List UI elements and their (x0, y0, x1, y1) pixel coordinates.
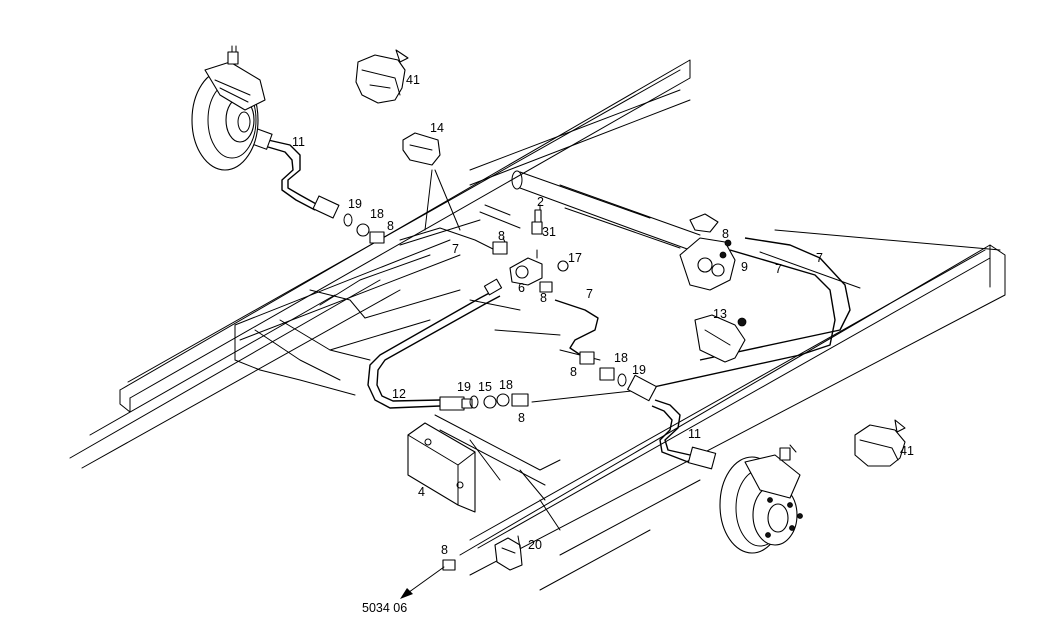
fittings (343, 213, 627, 571)
clip-41-upper (355, 49, 409, 104)
callout-9: 9 (741, 260, 748, 274)
clip-41-lower (854, 419, 906, 467)
callout-15: 15 (478, 380, 492, 394)
callout-31: 31 (542, 225, 556, 239)
callout-7: 7 (452, 242, 459, 256)
right-brake-disc-assembly (719, 444, 803, 554)
left-frame-rail (69, 59, 691, 469)
callout-19: 19 (348, 197, 362, 211)
callout-14: 14 (430, 121, 444, 135)
callout-18: 18 (614, 351, 628, 365)
brake-hose-12 (367, 278, 503, 411)
callout-7: 7 (816, 251, 823, 265)
reference-arrow (400, 566, 445, 599)
right-frame-rail (459, 244, 1006, 591)
callout-2: 2 (537, 195, 544, 209)
callout-labels: 2 31 8 7 17 6 8 7 11 19 18 8 41 14 8 9 7… (292, 73, 914, 615)
callout-18: 18 (499, 378, 513, 392)
union-6 (492, 209, 569, 293)
callout-8: 8 (441, 543, 448, 557)
callout-8: 8 (570, 365, 577, 379)
junction-valve-9 (679, 213, 736, 291)
callout-19: 19 (632, 363, 646, 377)
callout-20: 20 (528, 538, 542, 552)
bracket-20 (494, 535, 523, 571)
callout-7: 7 (586, 287, 593, 301)
callout-8: 8 (722, 227, 729, 241)
callout-8: 8 (518, 411, 525, 425)
diagram-code: 5034 06 (362, 601, 407, 615)
callout-41: 41 (406, 73, 420, 87)
brake-hose-11-right (627, 374, 717, 470)
callout-7: 7 (775, 262, 782, 276)
rear-cross-tube (469, 89, 1001, 289)
brake-pipe-7 (399, 227, 851, 403)
leader-lines (502, 204, 541, 259)
callout-8: 8 (540, 291, 547, 305)
callout-17: 17 (568, 251, 582, 265)
callout-41: 41 (900, 444, 914, 458)
callout-8: 8 (498, 229, 505, 243)
callout-4: 4 (418, 485, 425, 499)
left-brake-disc-assembly (191, 45, 266, 171)
callout-8: 8 (387, 219, 394, 233)
bracket-13 (694, 314, 747, 363)
callout-6: 6 (518, 281, 525, 295)
callout-11: 11 (292, 135, 305, 149)
mounting-plate-4 (407, 422, 476, 513)
callout-13: 13 (713, 307, 727, 321)
callout-18: 18 (370, 207, 384, 221)
callout-19: 19 (457, 380, 471, 394)
callout-11: 11 (688, 427, 701, 441)
bracket-14 (402, 132, 461, 231)
callout-12: 12 (392, 387, 406, 401)
